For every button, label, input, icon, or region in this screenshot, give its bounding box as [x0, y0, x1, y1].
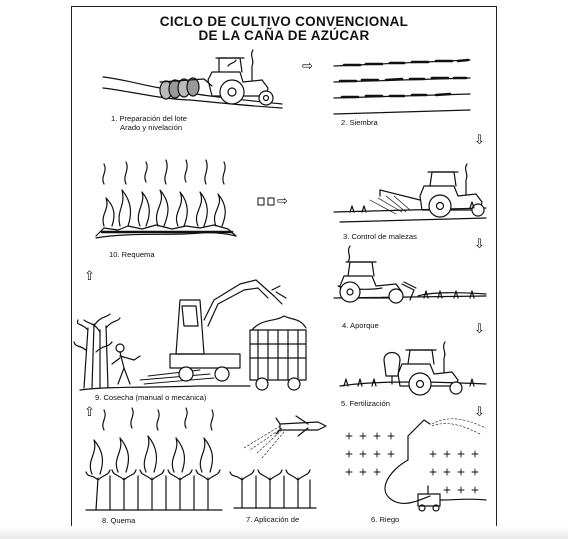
arrow-up-icon: ⇧: [84, 268, 95, 283]
reburn-illustration: [95, 159, 237, 239]
scan-edge: [0, 526, 568, 539]
ripener-application-illustration: [229, 415, 327, 509]
arrow-down-icon: ⇩: [474, 404, 485, 419]
arrow-right-icon: ⇨: [277, 193, 288, 208]
arrow-up-icon: ⇧: [84, 404, 95, 419]
harvest-illustration: [73, 279, 307, 391]
diagram-title-line2: DE LA CAÑA DE AZÚCAR: [198, 28, 370, 43]
diagram-title-line1: CICLO DE CULTIVO CONVENCIONAL: [159, 14, 409, 29]
step-10-label: 10. Requema: [109, 250, 155, 259]
step-9-label: 9. Cosecha (manual o mecánica): [95, 393, 207, 402]
step-1-line1: 1. Preparación del lote: [111, 114, 187, 123]
irrigation-illustration: [345, 418, 487, 512]
fertilization-illustration: [339, 341, 487, 396]
arrow-down-icon: ⇩: [474, 321, 485, 336]
sowing-rows-illustration: [333, 58, 471, 115]
step-1-label: 1. Preparación del lote Arado y nivelaci…: [111, 114, 187, 132]
step-4-label: 4. Aporque: [342, 321, 379, 330]
step-5-label: 5. Fertilización: [341, 399, 390, 408]
weed-control-illustration: [333, 163, 487, 223]
arrow-down-icon: ⇩: [474, 236, 485, 251]
step-1-line2: Arado y nivelación: [120, 123, 183, 132]
step-2-label: 2. Siembra: [341, 118, 378, 127]
tractor-plow-illustration: [102, 49, 283, 109]
burning-illustration: [85, 407, 223, 511]
hilling-illustration: [333, 245, 487, 304]
step-8-label: 8. Quema: [102, 516, 136, 525]
arrow-right-icon: ⇨: [302, 58, 313, 73]
step-6-label: 6. Riego: [371, 515, 400, 524]
arrow-down-icon: ⇩: [474, 132, 485, 147]
step-3-label: 3. Control de malezas: [343, 232, 417, 241]
step-7-line1: 7. Aplicación de: [246, 515, 300, 524]
flow-boxes: [257, 197, 275, 206]
